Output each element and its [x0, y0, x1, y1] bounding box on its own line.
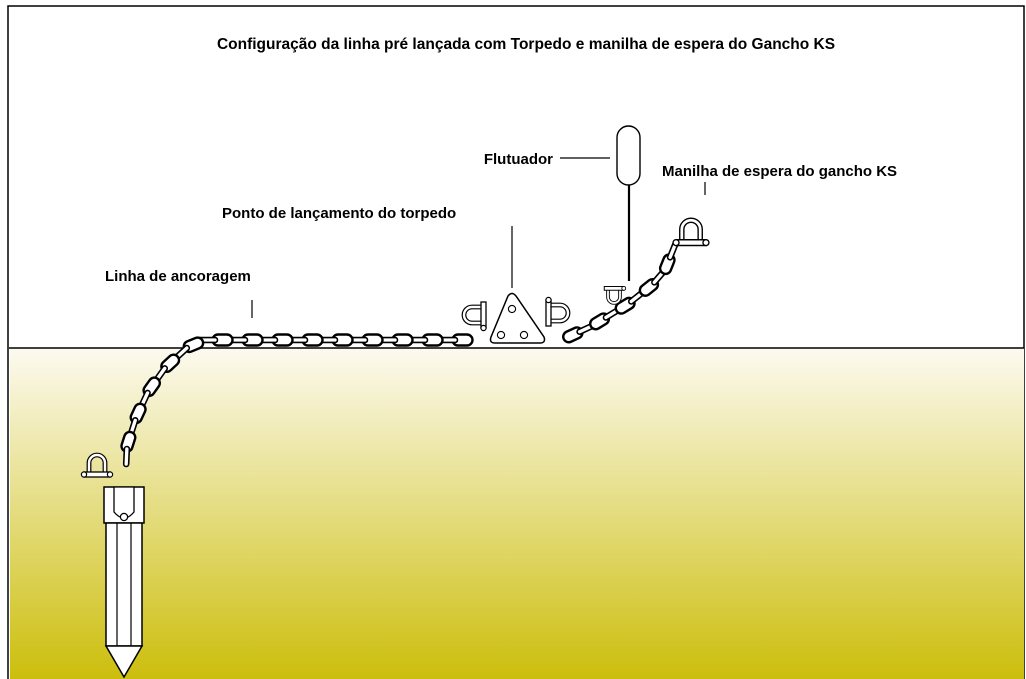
ks-shackle	[672, 217, 710, 247]
mooring-line-label: Linha de ancoragem	[105, 268, 251, 285]
launch-point-label: Ponto de lançamento do torpedo	[222, 205, 456, 222]
triangle-plate	[489, 292, 546, 344]
float-shackle	[603, 285, 627, 305]
shackle-right-of-plate	[545, 296, 571, 327]
ks-chain	[562, 240, 679, 344]
chain-link	[122, 445, 131, 468]
shackle-left-of-plate	[461, 301, 487, 332]
ks-shackle-label: Manilha de espera do gancho KS	[662, 163, 897, 180]
torpedo-shackle	[80, 452, 114, 478]
diagram-title: Configuração da linha pré lançada com To…	[217, 36, 835, 53]
torpedo	[103, 486, 145, 679]
float-label: Flutuador	[484, 151, 553, 168]
mooring-chain	[120, 333, 474, 468]
float-buoy	[616, 125, 641, 186]
frame-border	[7, 5, 1025, 679]
seabed	[10, 348, 1024, 679]
